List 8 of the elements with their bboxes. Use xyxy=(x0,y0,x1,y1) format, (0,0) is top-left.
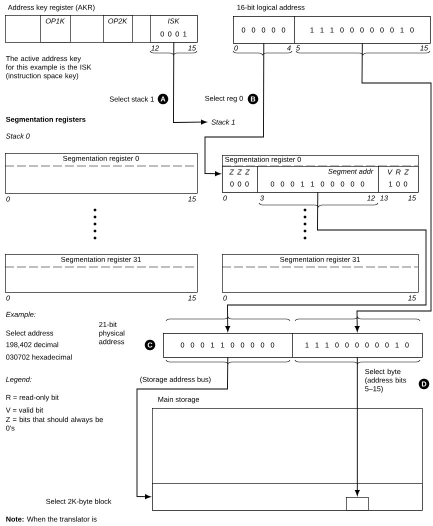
arrow xyxy=(354,357,360,496)
arrow xyxy=(225,192,426,332)
arrow xyxy=(136,357,228,500)
arrow xyxy=(354,43,432,332)
arrow xyxy=(173,42,207,124)
byte-box xyxy=(346,497,369,511)
arrow xyxy=(204,43,264,176)
block-band xyxy=(152,483,423,511)
